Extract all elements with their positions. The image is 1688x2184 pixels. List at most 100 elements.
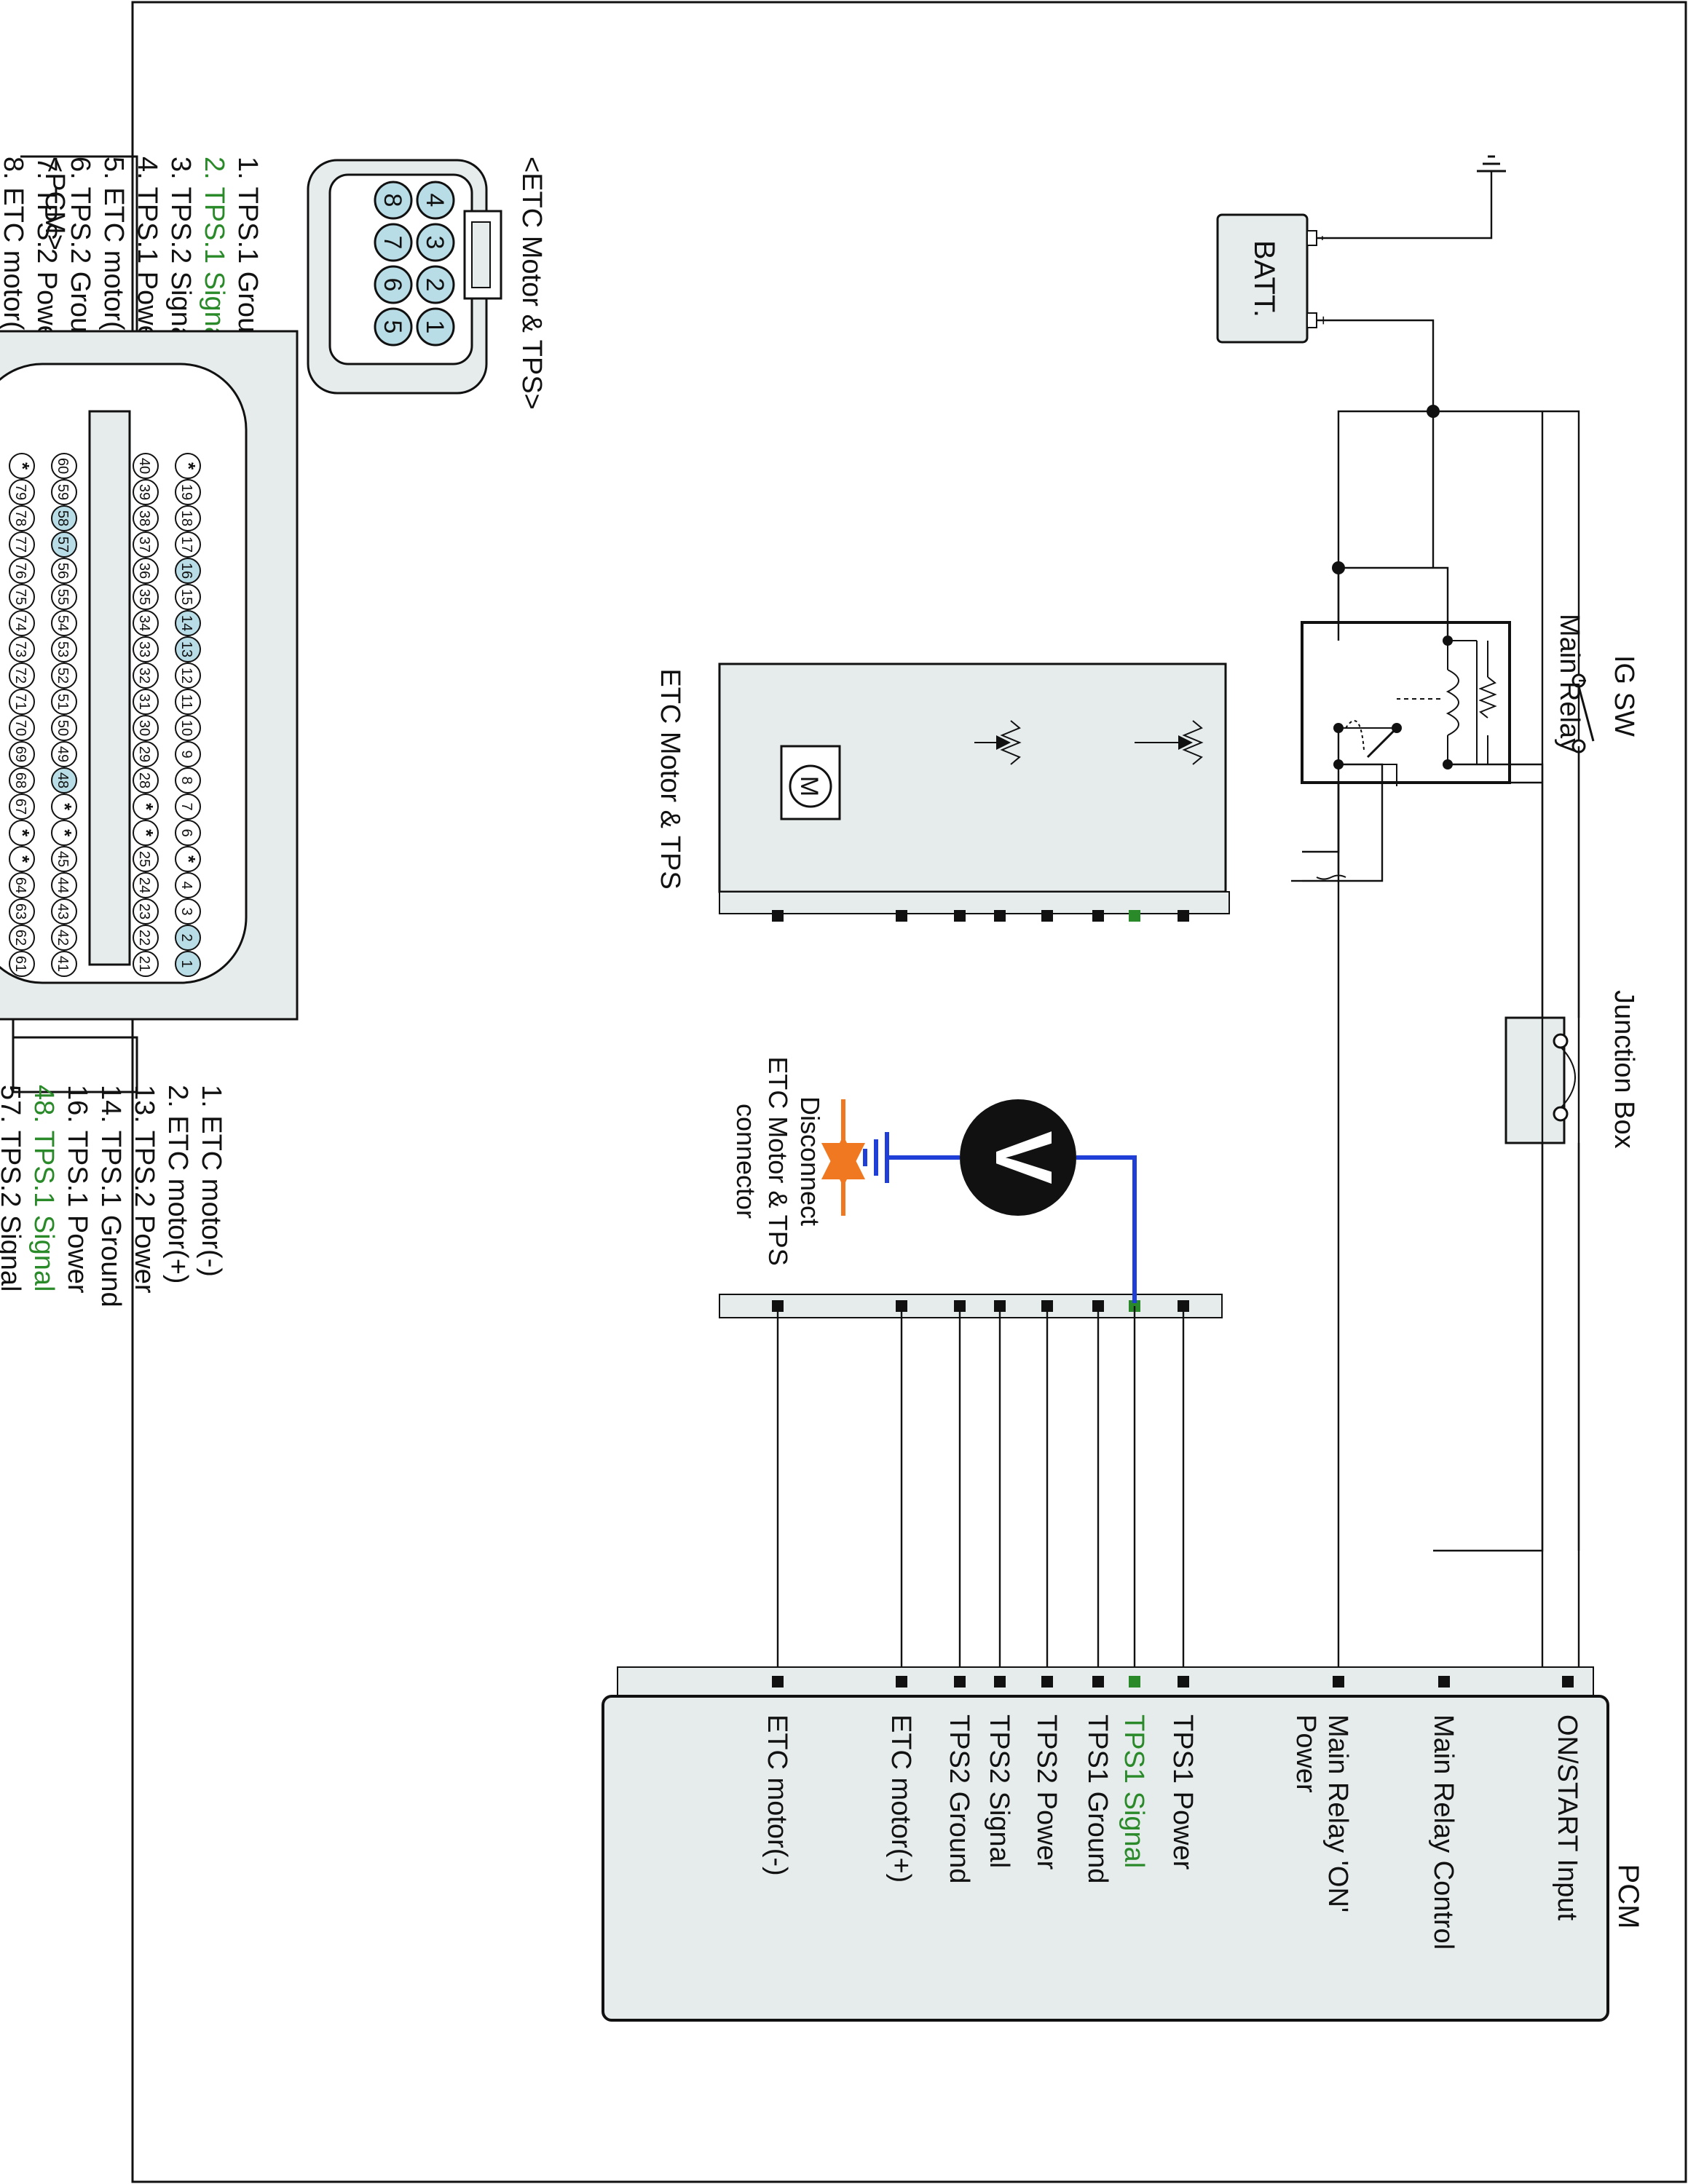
- pcm-face-pin-number: 62: [12, 930, 28, 946]
- pcm-terminal-label: TPS1 Signal: [1119, 1714, 1149, 1868]
- pcm-face-pin: [9, 662, 35, 689]
- component-pin: [1092, 910, 1104, 922]
- pcm-terminal-pin: [1178, 1676, 1189, 1688]
- pcm-face-pin: [51, 610, 77, 636]
- pcm-face-pin: [133, 558, 159, 584]
- pcm-face-pin-number: 37: [136, 537, 152, 553]
- etc-component-pins: [772, 910, 1189, 922]
- disconnect-label-line3: connector: [731, 1104, 761, 1219]
- pcm-face-pin: [175, 636, 201, 662]
- pcm-face-pin: [51, 794, 77, 820]
- pcm-face-pin-number: 29: [136, 746, 152, 762]
- pcm-terminal-pin: [954, 1676, 966, 1688]
- motor-label: M: [795, 776, 823, 796]
- pcm-face-pin: [51, 479, 77, 505]
- pcm-face-pin-number: 69: [12, 746, 28, 762]
- pcm-face-pin: [51, 898, 77, 925]
- pcm-face-pin-number: 15: [178, 589, 194, 605]
- pcm-terminal-pin: [1129, 1676, 1140, 1688]
- etc-legend-item: 8. ETC motor(-): [0, 157, 28, 349]
- etc-face-pin-number: 8: [379, 194, 406, 207]
- pcm-face-pin: [133, 610, 159, 636]
- pcm-legend-item: 13. TPS.2 Power: [129, 1085, 159, 1294]
- pcm-face-pin-number: 74: [12, 615, 28, 631]
- pcm-face-pin: [175, 872, 201, 898]
- pcm-face-pin-number: 53: [55, 641, 71, 657]
- pcm-face-pin: [51, 558, 77, 584]
- pcm-face-pin-number: 67: [12, 799, 28, 815]
- disconnect-label-line1: Disconnect: [795, 1096, 825, 1226]
- pcm-face-pin: [9, 453, 35, 479]
- pcm-face-pin-number: 54: [55, 615, 71, 631]
- pcm-face-pin: [51, 636, 77, 662]
- pcm-face-pin: [175, 820, 201, 846]
- etc-face-pin: [416, 181, 455, 220]
- pcm-face-pin: [175, 898, 201, 925]
- etc-face-pin-number: 6: [379, 278, 406, 292]
- pcm-face-pin-number: 17: [178, 537, 194, 553]
- pcm-face-pin: [51, 925, 77, 951]
- pcm-face-pin-number: 31: [136, 694, 152, 710]
- pcm-face-pin-number: 52: [55, 668, 71, 684]
- pcm-terminal-pin: [1562, 1676, 1574, 1688]
- component-pin: [954, 910, 966, 922]
- pcm-face-pin: [175, 689, 201, 715]
- pcm-face-pin-number: 42: [55, 930, 71, 946]
- pcm-face-pin: [9, 925, 35, 951]
- pcm-face-pin-number: *: [135, 829, 157, 837]
- pcm-face-pin: [175, 715, 201, 741]
- pcm-face-pin: [9, 584, 35, 610]
- pcm-face-pin-number: 61: [12, 956, 28, 972]
- pcm-face-pin-number: 49: [55, 746, 71, 762]
- pcm-face-pin: [51, 741, 77, 767]
- pcm-face-pin: [175, 531, 201, 558]
- pcm-terminal-pin: [896, 1676, 907, 1688]
- etc-face-pin: [416, 265, 455, 304]
- pcm-terminal-label: TPS2 Power: [1031, 1714, 1062, 1870]
- pcm-face-pin: [133, 951, 159, 977]
- etc-legend-item: 1. TPS.1 Ground: [232, 157, 263, 363]
- etc-motor-tps-component: ETC Motor & TPS M: [655, 662, 1230, 914]
- pcm-face-pin: [9, 846, 35, 872]
- pcm-terminal-label: ON/START Input: [1552, 1714, 1582, 1920]
- ig-sw-label: IG SW: [1609, 655, 1639, 737]
- pcm-legend-item: 48. TPS.1 Signal: [28, 1085, 59, 1291]
- pcm-face-pin-number: *: [135, 803, 157, 811]
- pcm-face-pin-number: 64: [12, 877, 28, 893]
- pcm-terminal-label: ETC motor(-): [762, 1714, 792, 1876]
- etc-face-pin-number: 2: [421, 278, 449, 292]
- pcm-legend-item: 14. TPS.1 Ground: [95, 1085, 126, 1307]
- etc-legend-item: 6. TPS.2 Ground: [65, 157, 95, 363]
- pcm-face-pin: [175, 558, 201, 584]
- pcm-face-pin: [9, 610, 35, 636]
- ground-icon: [1477, 155, 1506, 173]
- pcm-face-pin: [51, 584, 77, 610]
- pcm-terminal-label: ETC motor(+): [886, 1714, 916, 1883]
- pcm-face-pin-number: *: [178, 462, 200, 470]
- pcm-connector-legend: 1. ETC motor(-)2. ETC motor(+)13. TPS.2 …: [0, 1085, 226, 1307]
- pcm-face-pin-number: 16: [178, 563, 194, 579]
- component-pin: [994, 910, 1006, 922]
- pcm-face-pin: [133, 846, 159, 872]
- pcm-face-pin: [133, 925, 159, 951]
- pcm-face-pin-number: 4: [178, 881, 194, 889]
- pcm-terminal-pin: [994, 1676, 1006, 1688]
- pcm-face-pin: [9, 767, 35, 794]
- pcm-face-pin: [133, 662, 159, 689]
- pcm-face-pin: [133, 820, 159, 846]
- pcm-face-pin-number: *: [54, 829, 76, 837]
- pcm-face-pin-number: 9: [178, 750, 194, 758]
- pcm-face-pin-number: 75: [12, 589, 28, 605]
- pcm-face-pin-number: 25: [136, 851, 152, 867]
- pcm-face-pin-number: 21: [136, 956, 152, 972]
- pcm-face-pin-number: 48: [55, 772, 71, 788]
- pcm-face-pin-number: 19: [178, 484, 194, 500]
- pcm-face-pin: [175, 846, 201, 872]
- etc-face-pin: [374, 265, 413, 304]
- pcm-face-pin-number: 51: [55, 694, 71, 710]
- pcm-face-pin: [9, 689, 35, 715]
- pcm-face-pin-number: 56: [55, 563, 71, 579]
- pcm-face-pin-number: *: [178, 855, 200, 863]
